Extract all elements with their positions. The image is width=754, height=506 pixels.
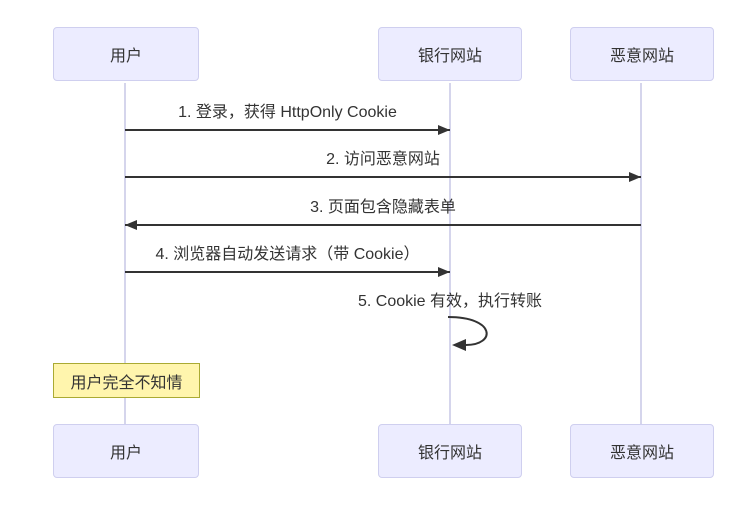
message-2-arrow-line [125, 176, 641, 178]
actor-box-malicious-bottom: 恶意网站 [570, 424, 714, 478]
note-user-unaware: 用户完全不知情 [53, 363, 200, 398]
message-3-arrowhead-icon [125, 220, 137, 230]
message-1-arrowhead-icon [438, 125, 450, 135]
message-5-label: 5. Cookie 有效，执行转账 [357, 293, 543, 310]
lifeline-user [124, 83, 126, 424]
actor-box-user-bottom: 用户 [53, 424, 199, 478]
message-1-label: 1. 登录，获得 HttpOnly Cookie [178, 104, 397, 121]
message-4-arrowhead-icon [438, 267, 450, 277]
actor-box-bank-bottom: 银行网站 [378, 424, 522, 478]
message-4-label: 4. 浏览器自动发送请求（带 Cookie） [155, 246, 420, 263]
message-2-label: 2. 访问恶意网站 [326, 151, 440, 168]
message-3-label: 3. 页面包含隐藏表单 [310, 199, 456, 216]
lifeline-malicious [640, 83, 642, 424]
message-5-self-loop-arrow [447, 316, 488, 351]
message-4-arrow-line [125, 271, 450, 273]
message-2-arrowhead-icon [629, 172, 641, 182]
actor-box-malicious-top: 恶意网站 [570, 27, 714, 81]
message-3-arrow-line [125, 224, 641, 226]
actor-box-user-top: 用户 [53, 27, 199, 81]
lifeline-bank [449, 83, 451, 424]
actor-box-bank-top: 银行网站 [378, 27, 522, 81]
message-1-arrow-line [125, 129, 450, 131]
